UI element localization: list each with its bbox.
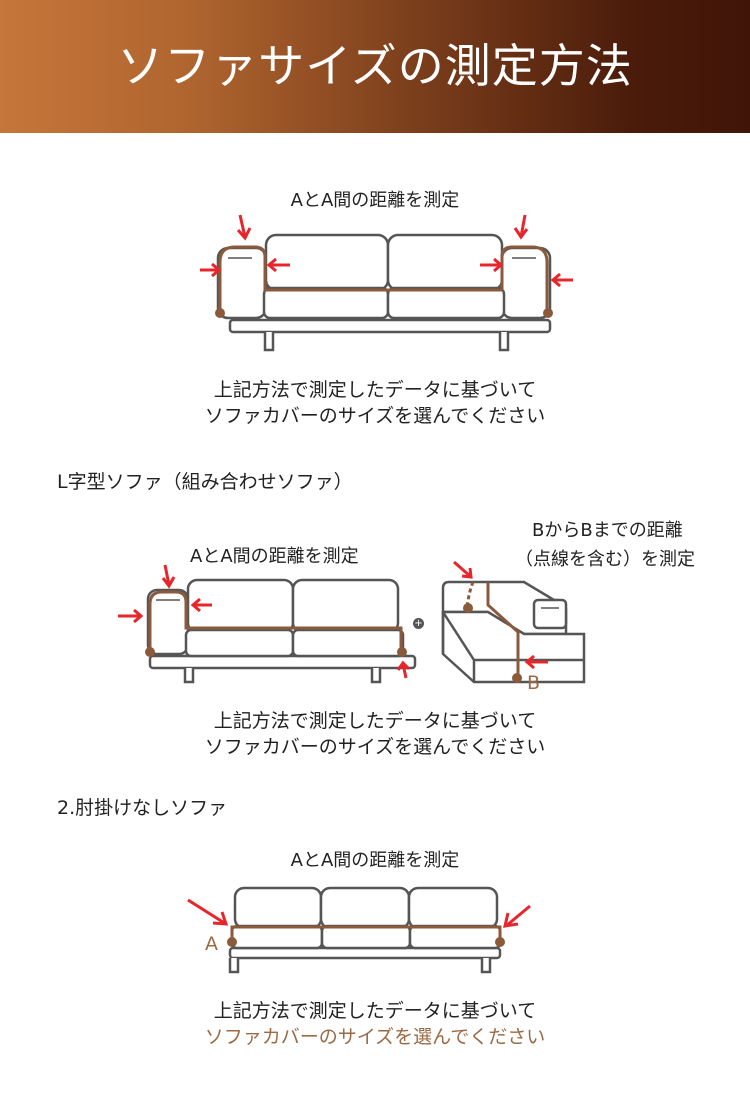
note-line-1: 上記方法で測定したデータに基づいて xyxy=(213,710,537,732)
note-line-2-highlight: ソファカバーのサイズを選んでください xyxy=(204,1026,546,1048)
sofa-armrest-illustration xyxy=(200,214,573,352)
header-banner xyxy=(0,0,750,133)
corner-label-line-1: BからBまでの距離 xyxy=(532,520,683,541)
section-heading-l-shape: L字型ソファ（組み合わせソファ） xyxy=(57,471,353,493)
note-line-2: ソファカバーのサイズを選んでください xyxy=(204,736,546,758)
plus-icon: + xyxy=(413,618,424,629)
measure-label-1: AとA間の距離を測定 xyxy=(290,190,460,211)
measure-label-3: AとA間の距離を測定 xyxy=(290,850,460,871)
section-heading-armless: 2.肘掛けなしソファ xyxy=(57,797,228,819)
measure-label-2: AとA間の距離を測定 xyxy=(190,546,359,567)
point-label-b: B xyxy=(527,672,541,694)
point-label-a: A xyxy=(205,933,218,955)
note-line-2: ソファカバーのサイズを選んでください xyxy=(204,405,546,427)
note-line-1: 上記方法で測定したデータに基づいて xyxy=(213,1000,537,1022)
corner-label-line-2: （点線を含む）を測定 xyxy=(515,549,695,570)
armless-sofa-illustration xyxy=(187,886,531,974)
l-sofa-illustration xyxy=(118,564,417,684)
note-line-1: 上記方法で測定したデータに基づいて xyxy=(213,379,537,401)
corner-sofa-illustration xyxy=(441,560,586,684)
page-title: ソファサイズの測定方法 xyxy=(117,39,633,93)
